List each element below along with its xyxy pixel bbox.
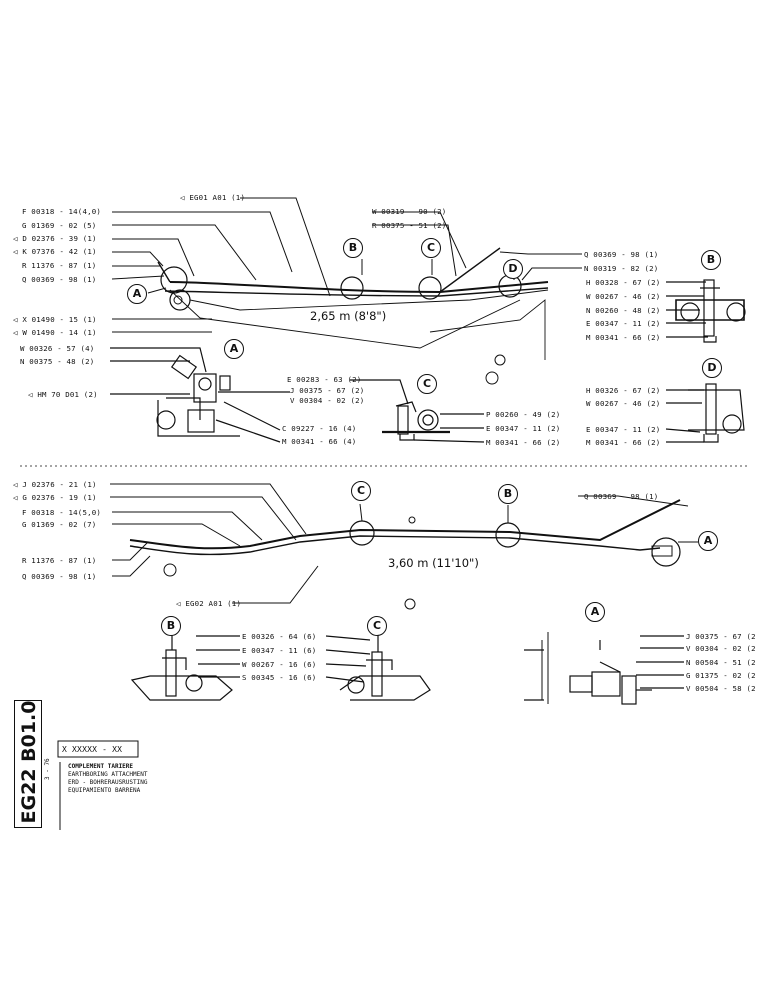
callout-c: C <box>351 481 371 501</box>
part-label: Q 00369 - 98 (1) <box>584 250 659 259</box>
part-label: R 11376 - 87 (1) <box>22 261 97 270</box>
part-label: W 00267 - 46 (2) <box>586 292 661 301</box>
part-label: ◁ W 01490 - 14 (1) <box>13 328 97 337</box>
part-label: ◁ J 02376 - 21 (1) <box>13 480 97 489</box>
part-label: ◁ K 07376 - 42 (1) <box>13 247 97 256</box>
detail-bc-bottom <box>130 635 431 701</box>
part-label: E 00347 - 11 (2) <box>486 424 561 433</box>
part-label: N 00504 - 51 (2 <box>686 658 756 667</box>
detail-a-bottom <box>524 632 684 705</box>
part-label: V 00304 - 02 (2) <box>290 396 365 405</box>
detail-a-callout: A <box>585 602 605 622</box>
part-label: ◁ D 02376 - 39 (1) <box>13 234 97 243</box>
length-dimension-bottom: 3,60 m (11'10") <box>388 556 479 570</box>
part-label: M 00341 - 66 (2) <box>486 438 561 447</box>
title-de: ERD - BOHRERAUSRUSTING <box>68 779 148 786</box>
drawing-title: COMPLEMENT TARIERE <box>68 763 134 770</box>
drawing-date: 3 - 76 <box>44 758 51 780</box>
part-label: ◁ X 01490 - 15 (1) <box>13 315 97 324</box>
part-label: G 01369 - 02 (7) <box>22 520 97 529</box>
part-label: Q 00369 - 98 (1) <box>22 275 97 284</box>
part-label: H 00328 - 67 (2) <box>586 278 661 287</box>
part-label: N 00319 - 82 (2) <box>584 264 659 273</box>
part-label: V 00504 - 58 (2 <box>686 684 756 693</box>
kit-label-bottom: ◁ EG02 A01 (1) <box>176 599 242 608</box>
part-label: ◁ HM 70 D01 (2) <box>28 390 98 399</box>
callout-b: B <box>343 238 363 258</box>
top-hose-assembly <box>111 197 582 385</box>
detail-d-callout: D <box>702 358 722 378</box>
bottom-hose-assembly <box>110 483 698 610</box>
reference-number: X XXXXX - XX <box>62 745 123 754</box>
part-label: F 00318 - 14(5,0) <box>22 508 102 517</box>
part-label: V 00304 - 02 (2 <box>686 644 756 653</box>
part-label: E 00283 - 63 (2) <box>287 375 362 384</box>
part-label: G 01375 - 02 (2 <box>686 671 756 680</box>
part-label: F 00318 - 14(4,0) <box>22 207 102 216</box>
part-label: G 01369 - 02 (5) <box>22 221 97 230</box>
detail-c-callout: C <box>417 374 437 394</box>
callout-d: D <box>503 259 523 279</box>
part-label: W 00267 - 46 (2) <box>586 399 661 408</box>
part-label: J 00375 - 67 (2 <box>686 632 756 641</box>
title-en: EARTHBORING ATTACHMENT <box>68 771 148 778</box>
part-label: E 00347 - 11 (6) <box>242 646 317 655</box>
part-label: W 00326 - 57 (4) <box>20 344 95 353</box>
kit-label-top: ◁ EG01 A01 (1) <box>180 193 246 202</box>
callout-a: A <box>127 284 147 304</box>
part-label: P 00260 - 49 (2) <box>486 410 561 419</box>
drawing-code: EG22 B01.0 <box>14 700 42 828</box>
part-label: M 00341 - 66 (2) <box>586 438 661 447</box>
part-label: ◁ G 02376 - 19 (1) <box>13 493 97 502</box>
part-label: W 00267 - 16 (6) <box>242 660 317 669</box>
part-label: H 00326 - 67 (2) <box>586 386 661 395</box>
detail-b-top <box>666 279 746 343</box>
part-label: C 09227 - 16 (4) <box>282 424 357 433</box>
title-es: EQUIPAMIENTO BARRENA <box>68 787 141 794</box>
part-label: J 00375 - 67 (2) <box>290 386 365 395</box>
detail-d-top <box>665 383 745 443</box>
title-block-frame <box>57 740 139 830</box>
part-label: R 00375 - 51 (2) <box>372 221 447 230</box>
detail-b-callout: B <box>161 616 181 636</box>
part-label: Q 00369 - 98 (1) <box>22 572 97 581</box>
part-label: M 00341 - 66 (2) <box>586 333 661 342</box>
part-label: N 00260 - 48 (2) <box>586 306 661 315</box>
callout-b: B <box>498 484 518 504</box>
length-dimension-top: 2,65 m (8'8") <box>310 309 387 323</box>
part-label: W 00319 - 90 (2) <box>372 207 447 216</box>
detail-c-callout: C <box>367 616 387 636</box>
part-label: M 00341 - 66 (4) <box>282 437 357 446</box>
part-label: E 00347 - 11 (2) <box>586 319 661 328</box>
part-label: Q 00369 - 98 (1) <box>584 492 659 501</box>
part-label: E 00326 - 64 (6) <box>242 632 317 641</box>
callout-c: C <box>421 238 441 258</box>
part-label: E 00347 - 11 (2) <box>586 425 661 434</box>
part-label: R 11376 - 87 (1) <box>22 556 97 565</box>
callout-a: A <box>698 531 718 551</box>
detail-c-top <box>350 379 485 443</box>
part-label: S 00345 - 16 (6) <box>242 673 317 682</box>
detail-a-top <box>110 347 290 443</box>
detail-a-callout: A <box>224 339 244 359</box>
part-label: N 00375 - 48 (2) <box>20 357 95 366</box>
detail-b-callout: B <box>701 250 721 270</box>
